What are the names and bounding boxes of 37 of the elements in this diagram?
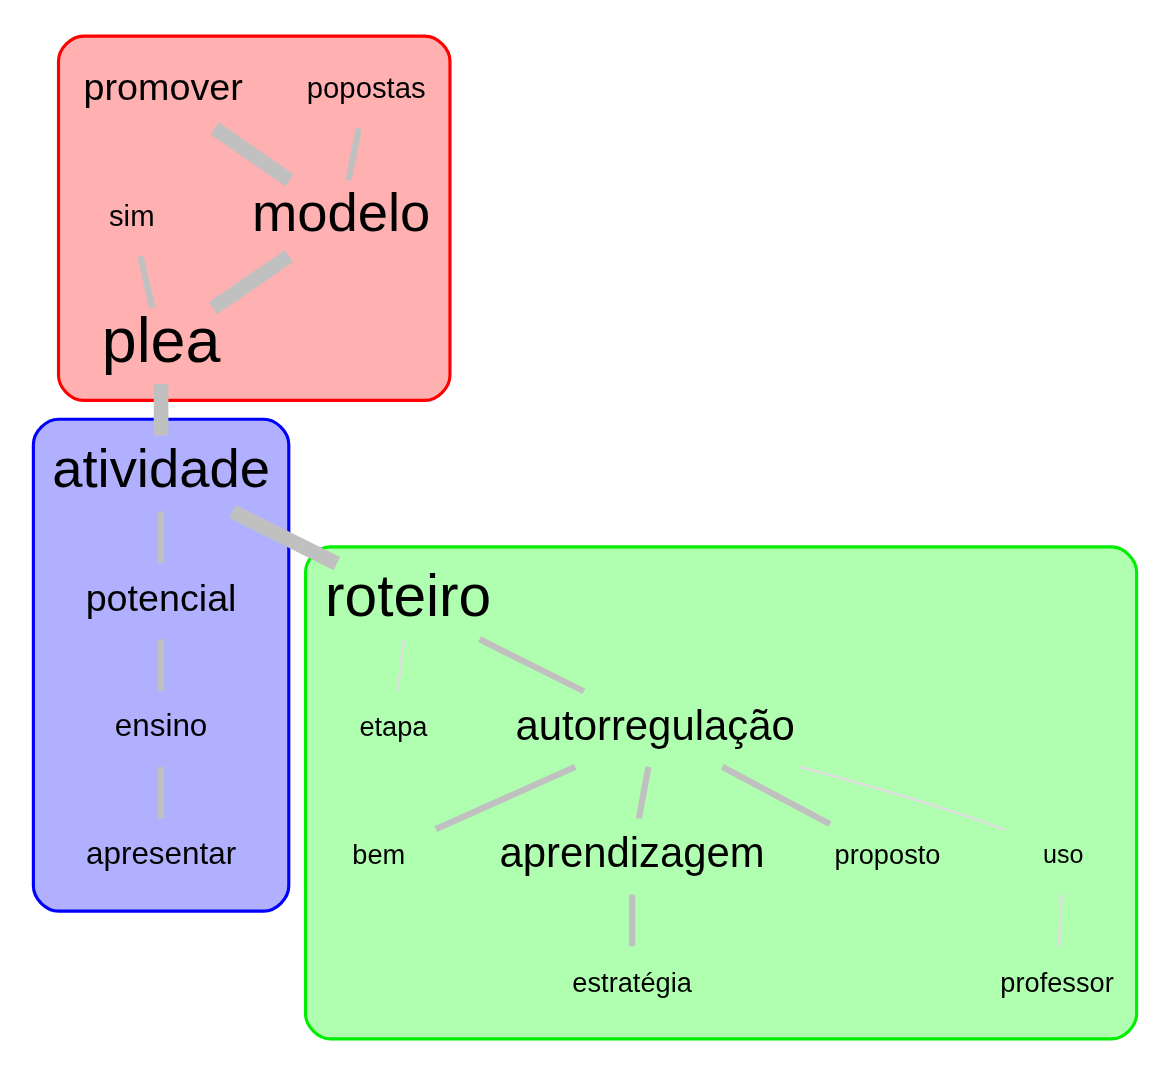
connector [229,504,341,571]
node-text: apresentar [86,836,237,872]
connector [210,122,294,187]
connector [434,764,577,833]
node-text: promover [83,65,243,108]
connector [635,766,652,820]
node-text: modelo [251,182,431,244]
node-text: plea [101,304,221,375]
connector [396,639,406,692]
connector [153,383,169,436]
node-text: estratégia [572,966,692,998]
node-text: etapa [359,711,428,743]
connector [345,127,363,181]
cluster [303,545,1139,1041]
node-text: aprendizagem [499,829,765,877]
node-text: bem [352,838,406,870]
cluster [56,34,452,402]
connector [720,764,832,827]
node-text: roteiro [325,562,492,628]
node-text: uso [1043,840,1084,869]
connector [157,766,165,819]
connector [628,894,636,947]
connector [1057,894,1063,947]
cluster [31,417,291,913]
connector [478,636,586,695]
node-text: professor [1000,966,1114,998]
connector [798,765,1007,832]
connector [137,255,156,309]
node-text: popostas [306,71,426,105]
node-text: sim [108,199,155,232]
node-text: potencial [85,576,237,619]
node-text: atividade [52,437,270,499]
node-text: autorregulação [515,701,795,749]
node-text: proposto [834,838,941,870]
connector [157,511,165,564]
connector [208,250,294,315]
node-text: ensino [114,708,208,744]
